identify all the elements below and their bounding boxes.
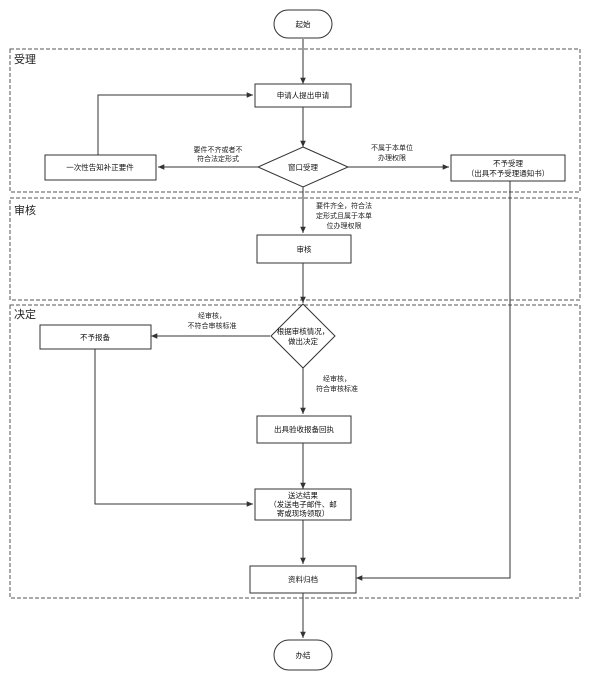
edge-label-pass-2: 符合审核标准 [316, 384, 358, 393]
archive-label: 资料归档 [288, 574, 318, 584]
review-label: 审核 [297, 244, 312, 254]
decide-label-2: 做出决定 [288, 336, 318, 346]
deliver-result-label-1: 送达结果 [288, 490, 318, 500]
decide-label-1: 根据审核情况， [277, 326, 330, 336]
review-node [256, 234, 352, 264]
lane-decision [9, 304, 581, 599]
start-label: 起始 [296, 19, 311, 29]
issue-receipt-label: 出具验收报备回执 [274, 424, 334, 434]
edge-label-fail-2: 不符合审核标准 [188, 321, 237, 330]
edge-notfiled-to-deliver [94, 349, 253, 507]
edge-label-not-in-scope-1: 不属于本单位 [371, 143, 413, 152]
not-filed-node [39, 324, 152, 350]
submit-application-node [254, 83, 352, 108]
edge-label-not-in-scope-2: 办理权限 [378, 153, 406, 162]
reject-acceptance-label-1: 不予受理 [493, 158, 523, 168]
edge-label-complete-2: 定形式且属于本单 [316, 211, 372, 220]
edge-label-pass-1: 经审核， [323, 374, 351, 383]
lane-review [9, 197, 581, 301]
edge-reject-to-archive [356, 181, 511, 581]
reject-acceptance-node [450, 154, 566, 182]
lane-acceptance [9, 48, 581, 193]
deliver-result-node [254, 488, 352, 521]
notify-correction-label: 一次性告知补正要件 [66, 162, 134, 172]
decide-decision [270, 303, 336, 369]
edge-label-incomplete-2: 符合法定形式 [197, 154, 239, 163]
edge-label-fail-1: 经审核， [198, 311, 226, 320]
archive-node [249, 565, 357, 594]
end-label: 办结 [296, 650, 311, 660]
start-node [273, 9, 333, 39]
lane-acceptance-label: 受理 [14, 53, 36, 66]
lane-review-label: 审核 [14, 203, 36, 217]
submit-application-label: 申请人提出申请 [277, 90, 330, 100]
end-node [273, 639, 333, 671]
notify-correction-node [44, 154, 157, 181]
window-acceptance-label: 窗口受理 [288, 162, 318, 172]
edge-label-incomplete-1: 要件不齐或者不 [194, 145, 243, 154]
lane-decision-label: 决定 [14, 307, 36, 321]
not-filed-label: 不予报备 [80, 332, 110, 342]
reject-acceptance-label-2: （出具不予受理通知书） [467, 168, 550, 178]
edge-label-complete-1: 要件齐全，符合法 [316, 201, 372, 210]
issue-receipt-node [256, 415, 352, 444]
deliver-result-label-2: （发送电子邮件、邮 [269, 499, 337, 509]
window-acceptance-decision [256, 146, 350, 188]
edge-label-complete-3: 位办理权限 [327, 221, 362, 230]
edge-correction-to-submit [97, 92, 253, 155]
deliver-result-label-3: 寄或现场领取） [277, 508, 330, 518]
